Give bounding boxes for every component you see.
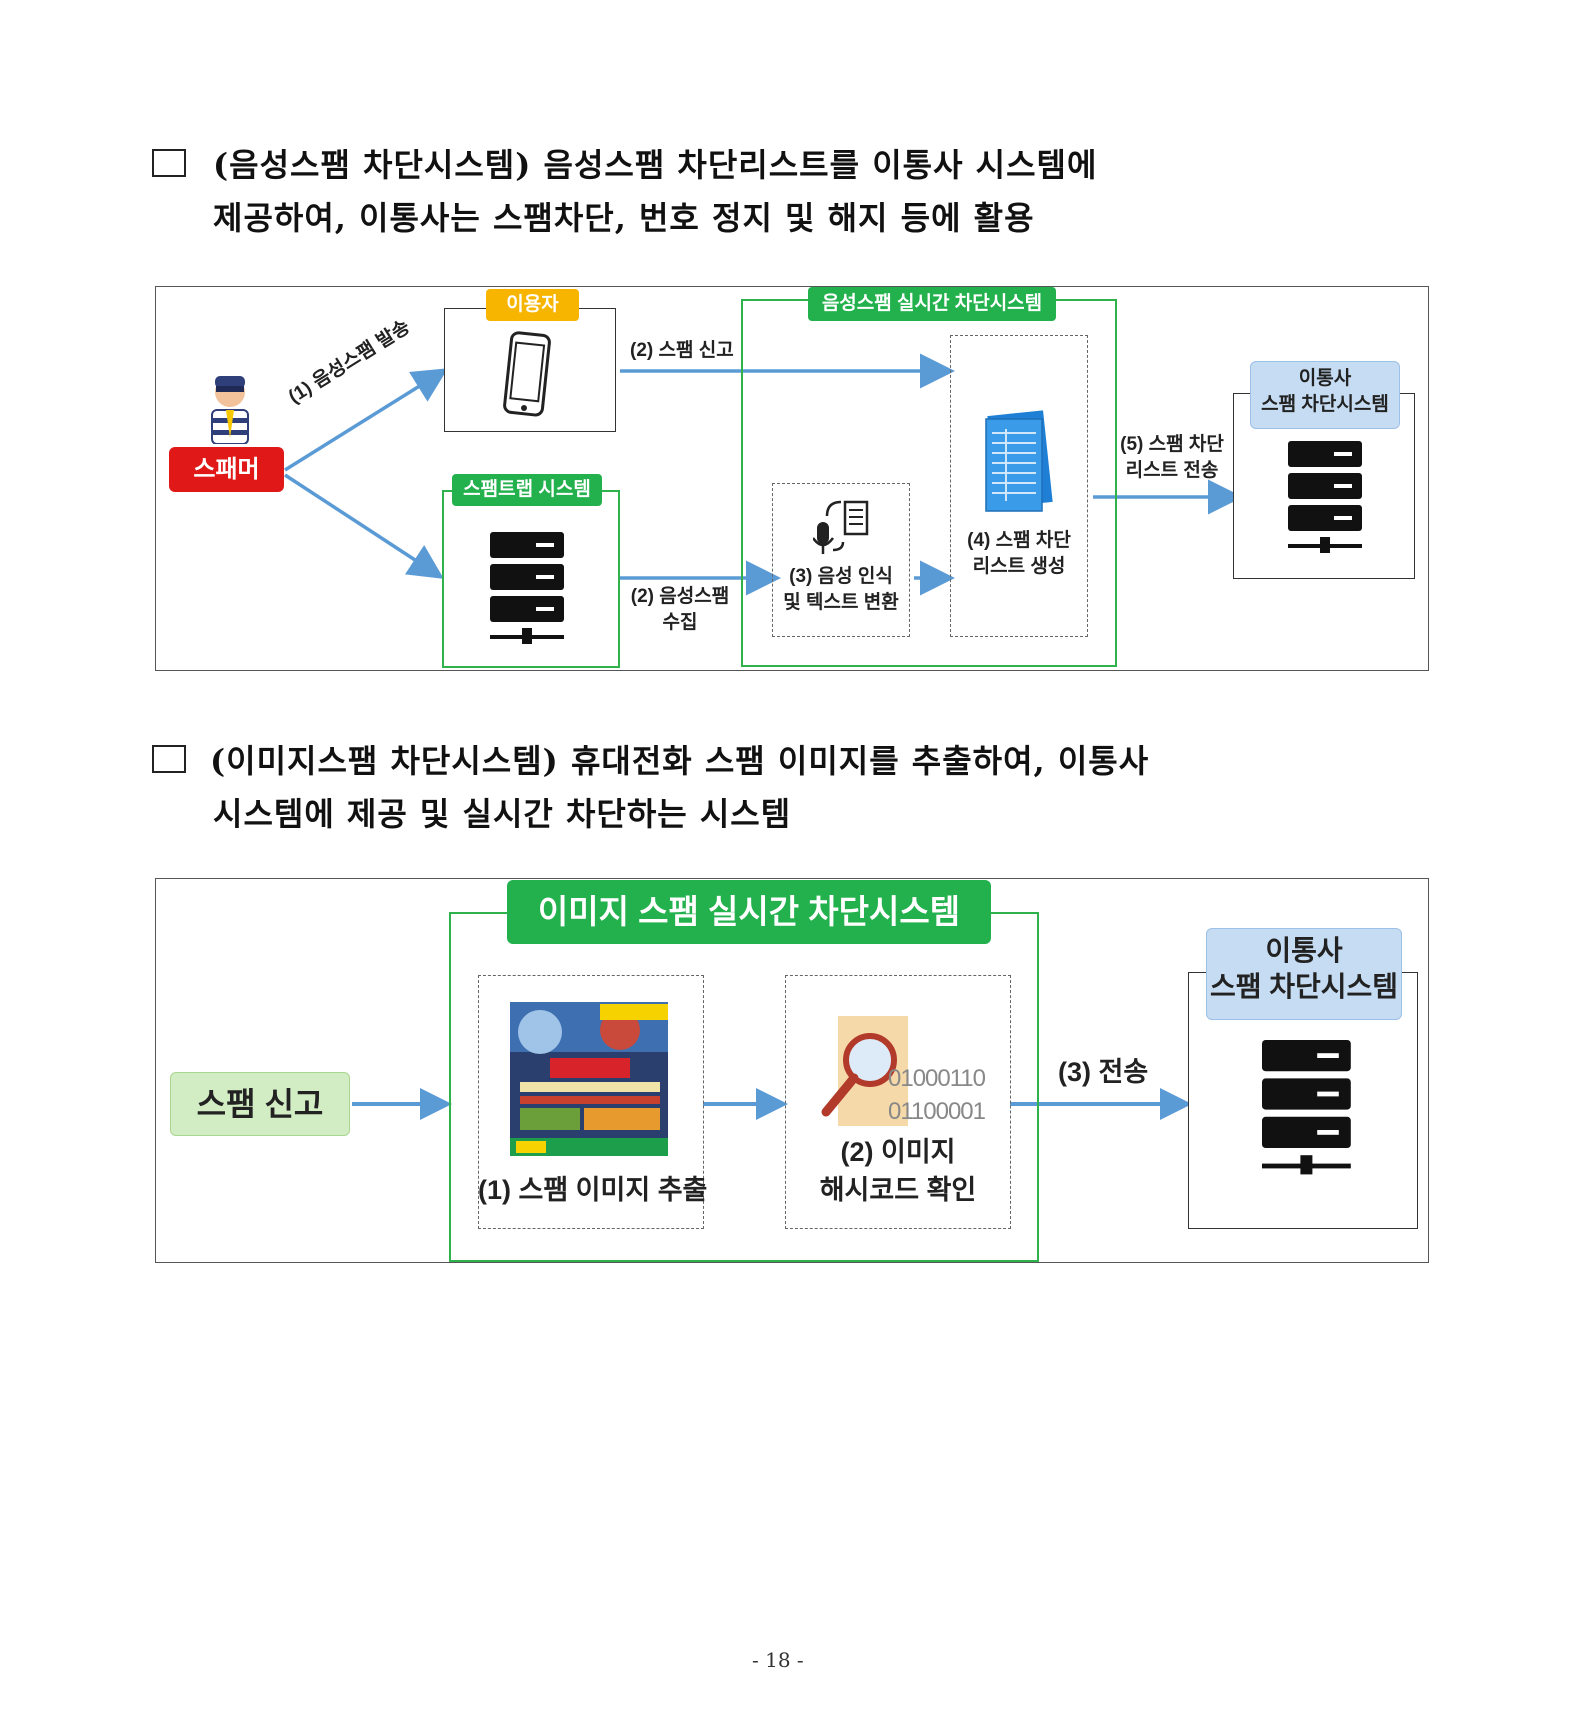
binary-line-1: 01000110: [888, 1065, 985, 1094]
carrier-tag-2-line1: 이통사: [1207, 933, 1401, 969]
page-number: - 18 -: [752, 1648, 804, 1672]
step1-image-label: (1) 스팸 이미지 추출: [478, 1174, 704, 1206]
image-realtime-tag: 이미지 스팸 실시간 차단시스템: [507, 880, 991, 944]
carrier-tag-2: 이통사 스팸 차단시스템: [1206, 928, 1402, 1020]
carrier-server-icon-2: [1262, 1040, 1351, 1174]
step2-image-label-line2: 해시코드 확인: [785, 1174, 1011, 1206]
binary-line-2: 01100001: [888, 1098, 985, 1127]
step2-image-label-line1: (2) 이미지: [785, 1136, 1011, 1168]
carrier-tag-2-line2: 스팸 차단시스템: [1207, 969, 1401, 1005]
spam-report-label: 스팸 신고: [170, 1072, 350, 1136]
step3-transfer-label: (3) 전송: [1058, 1056, 1148, 1088]
spam-image-thumbnail: [510, 1002, 668, 1156]
